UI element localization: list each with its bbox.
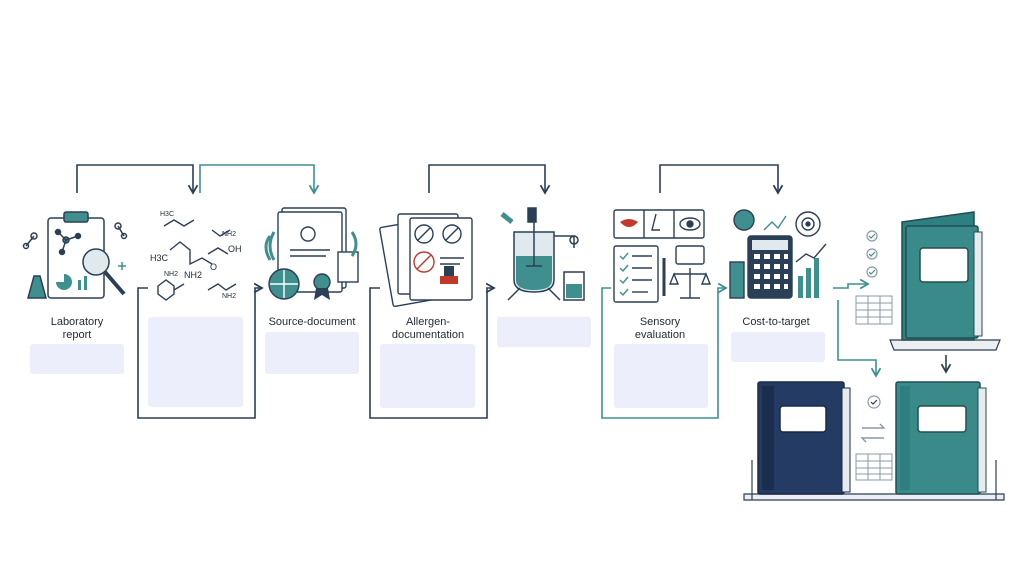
chem-label-oh: OH — [228, 244, 242, 254]
placeholder-box-sensory — [614, 344, 708, 408]
teal-binder-icon — [901, 211, 983, 341]
clipboard-magnifier-icon — [22, 211, 128, 299]
connector-bracket-4 — [659, 164, 784, 195]
step-label-laboratory-report: Laboratory report — [30, 316, 124, 342]
placeholder-box-lab — [30, 344, 124, 374]
connector-loop-3 — [601, 282, 728, 419]
placeholder-box-process — [497, 317, 591, 347]
checklist-small-icon — [867, 395, 881, 409]
step-label-allergen-documentation: Allergen- documentation — [378, 316, 478, 342]
chem-label-h3c-top: H3C — [160, 211, 174, 218]
shelf-bottom-base — [751, 460, 997, 500]
shelf-top — [889, 339, 1001, 351]
chem-label-o: O — [210, 262, 217, 272]
chem-label-nh2-top: NH2 — [222, 231, 236, 238]
spreadsheet-small-icon — [855, 453, 893, 481]
placeholder-box-cost — [731, 332, 825, 362]
label-line: Allergen- — [405, 316, 451, 328]
connector-loop-2 — [369, 282, 496, 419]
placeholder-box-allergen — [380, 344, 475, 408]
shelf-bottom — [743, 493, 1005, 501]
connector-bracket-1 — [76, 164, 199, 195]
label-line: evaluation — [634, 329, 686, 341]
label-line: Sensory — [639, 316, 681, 328]
step-label-cost-to-target: Cost-to-target — [742, 316, 810, 328]
checklist-icon — [866, 230, 878, 278]
step-label-sensory-evaluation: Sensory evaluation — [612, 316, 708, 342]
chem-label-nh2-low2: NH2 — [222, 293, 236, 300]
molecule-icon — [157, 219, 237, 301]
spreadsheet-icon — [855, 295, 893, 325]
connector-down-left — [837, 300, 882, 378]
calculator-chart-icon — [729, 209, 827, 299]
connector-loop-1 — [137, 282, 264, 419]
chem-label-nh2-low: NH2 — [164, 271, 178, 278]
label-line: Laboratory — [50, 316, 104, 328]
certificate-globe-icon — [264, 207, 359, 300]
chem-label-h3c: H3C — [150, 253, 169, 263]
connector-bracket-3 — [428, 164, 551, 195]
allergen-documents-icon — [379, 213, 473, 307]
teal-binder-bottom-icon — [895, 381, 987, 495]
label-line: documentation — [391, 329, 465, 341]
sensory-checklist-icon — [613, 209, 712, 303]
placeholder-box-source — [265, 332, 359, 374]
reactor-vessel-icon — [500, 207, 585, 301]
connector-to-binder — [833, 278, 870, 290]
swap-arrows-icon — [860, 423, 886, 443]
step-label-source-document: Source-document — [268, 316, 356, 328]
connector-bracket-2 — [199, 164, 320, 195]
chem-label-nh2: NH2 — [184, 270, 202, 280]
label-line: report — [62, 329, 92, 341]
navy-binder-icon — [757, 381, 851, 495]
placeholder-box-chem — [148, 317, 243, 407]
